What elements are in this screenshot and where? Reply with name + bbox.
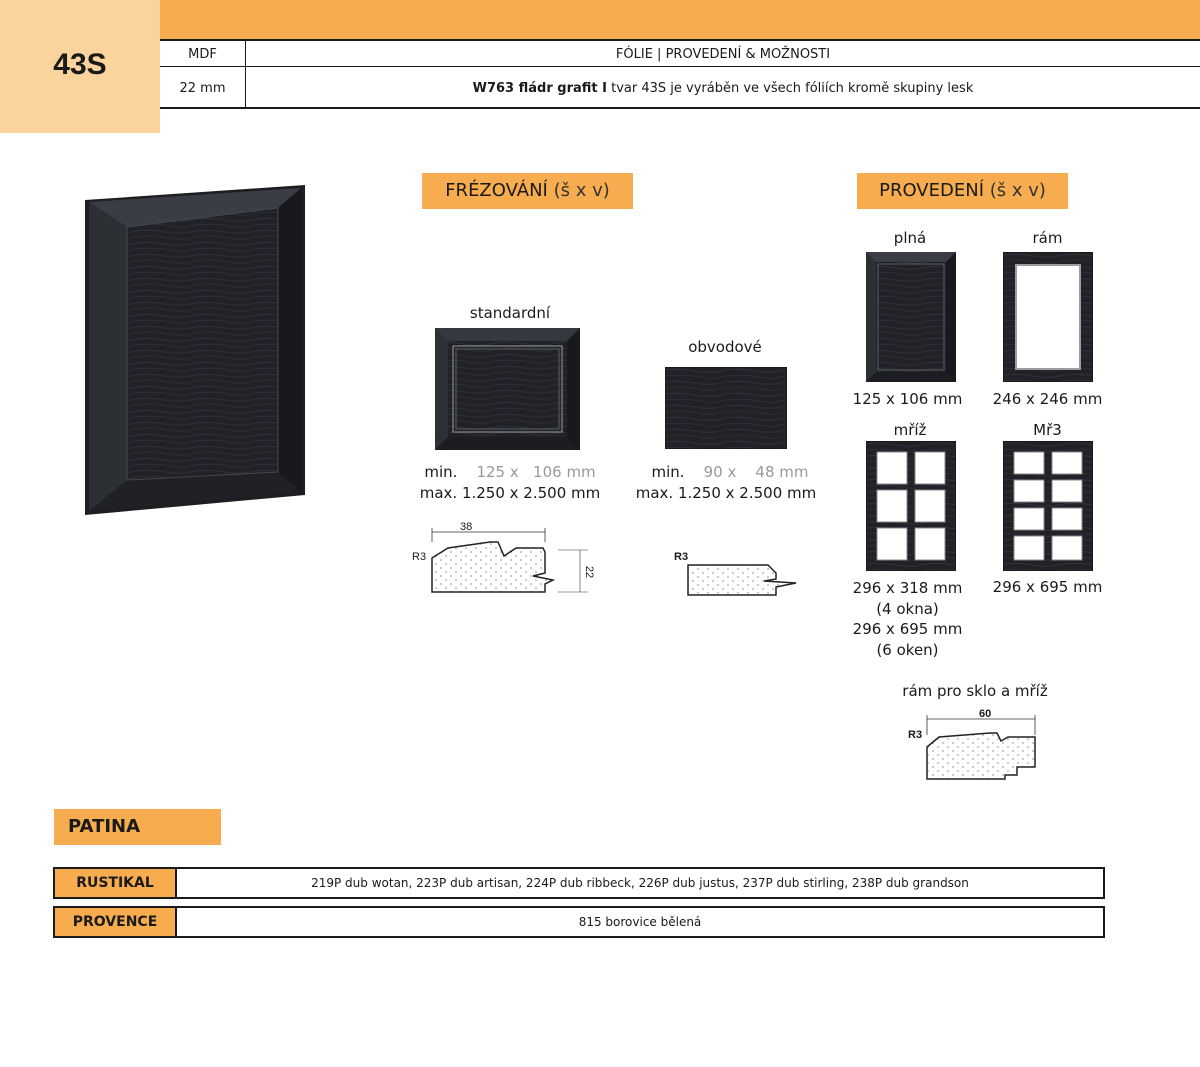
header-line-bottom (160, 107, 1200, 109)
description-text: tvar 43S je vyráběn ve všech fóliích kro… (606, 81, 974, 96)
code-box (0, 0, 160, 133)
decor-name: W763 fládr grafit I (472, 81, 607, 96)
grid-size-line: 296 x 695 mm (852, 620, 963, 638)
standard-max: max. 1.250 x 2.500 mm (419, 484, 601, 502)
standard-profile-width: 38 (460, 521, 473, 533)
perimeter-min-label: min. (651, 463, 685, 481)
provence-value: 815 borovice bělená (578, 915, 702, 929)
mr3-size: 296 x 695 mm (992, 578, 1103, 596)
standard-milling-sample (435, 328, 580, 450)
solid-label: plná (893, 229, 927, 247)
milling-title: FRÉZOVÁNÍ (š x v) (422, 173, 633, 209)
milling-title-text: FRÉZOVÁNÍ (445, 180, 548, 201)
standard-profile-thickness: 22 (583, 565, 596, 579)
patina-title: PATINA (54, 809, 221, 845)
grid-label: mříž (893, 421, 927, 439)
header-bar (160, 0, 1200, 39)
header-line-mid (160, 66, 1200, 67)
execution-title-text: PROVEDENÍ (879, 180, 984, 201)
standard-profile-radius: R3 (412, 551, 427, 563)
grid-size-line: (6 oken) (876, 640, 939, 659)
execution-title-sub: (š x v) (989, 180, 1046, 201)
perimeter-min-value: 90 x 48 mm (703, 463, 809, 481)
milling-title-sub: (š x v) (553, 180, 610, 201)
frame-profile-drawing (926, 715, 1036, 780)
standard-min-label: min. (424, 463, 458, 481)
material-label: MDF (188, 47, 217, 62)
grid-sizes: 296 x 318 mm (4 okna) 296 x 695 mm (6 ok… (840, 578, 975, 660)
frame-door-thumb (1003, 252, 1093, 382)
perimeter-min: min. 90 x 48 mm (630, 463, 830, 481)
standard-min-value: 125 x 106 mm (476, 463, 596, 481)
product-code: 43S (53, 48, 107, 81)
rustikal-value: 219P dub wotan, 223P dub artisan, 224P d… (311, 876, 969, 890)
perimeter-profile-radius: R3 (674, 551, 689, 563)
grid-size-line: 296 x 318 mm (852, 579, 963, 597)
header-divider (245, 40, 246, 108)
execution-title: PROVEDENÍ (š x v) (857, 173, 1068, 209)
standard-min: min. 125 x 106 mm (410, 463, 610, 481)
mr3-door-thumb (1003, 441, 1093, 571)
provence-label: PROVENCE (55, 908, 177, 936)
solid-size: 125 x 106 mm (852, 390, 963, 408)
door-product-image (85, 185, 305, 515)
frame-label: rám (1032, 229, 1063, 247)
grid-size-line: (4 okna) (876, 599, 939, 618)
perimeter-label: obvodové (688, 338, 762, 356)
perimeter-milling-sample (665, 367, 787, 449)
grid-door-thumb (866, 441, 956, 571)
description: W763 fládr grafit I tvar 43S je vyráběn … (246, 81, 1200, 96)
rustikal-label: RUSTIKAL (55, 869, 177, 897)
solid-door-thumb (866, 252, 956, 382)
thickness-value: 22 mm (179, 81, 226, 96)
table-row: PROVENCE 815 borovice bělená (53, 906, 1105, 938)
header-line-top (160, 39, 1200, 41)
frame-profile-radius: R3 (908, 729, 923, 741)
frame-profile-width: 60 (979, 708, 992, 720)
mr3-label: Mř3 (1033, 421, 1062, 439)
standard-label: standardní (469, 304, 551, 322)
frame-profile-label: rám pro sklo a mříž (902, 682, 1048, 700)
perimeter-profile-drawing (687, 564, 797, 596)
frame-size: 246 x 246 mm (992, 390, 1103, 408)
table-row: RUSTIKAL 219P dub wotan, 223P dub artisa… (53, 867, 1105, 899)
standard-profile-drawing (431, 528, 588, 593)
column-title: FÓLIE | PROVEDENÍ & MOŽNOSTI (615, 47, 831, 62)
perimeter-max: max. 1.250 x 2.500 mm (635, 484, 817, 502)
